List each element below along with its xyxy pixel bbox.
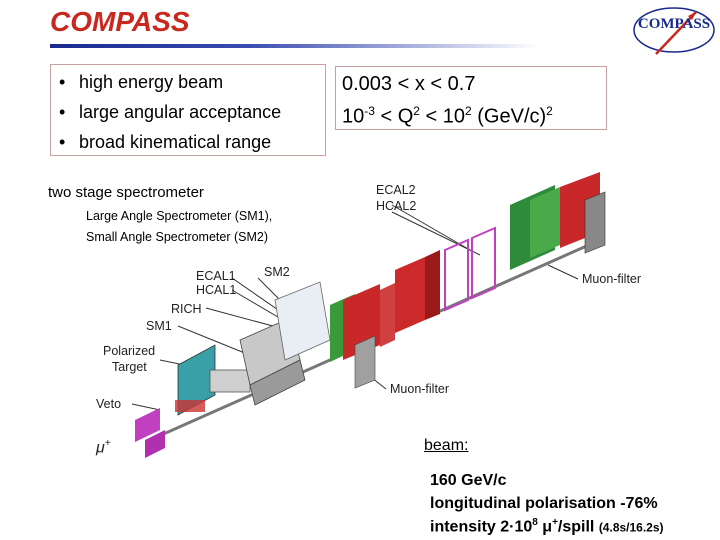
sm2-magnet <box>395 250 440 333</box>
label-sm2: SM2 <box>264 265 290 279</box>
feature-item: •high energy beam <box>59 72 224 92</box>
beam-energy: 160 GeV/c <box>430 472 507 489</box>
features-box: •high energy beam •large angular accepta… <box>50 64 326 156</box>
label-hcal2: HCAL2 <box>376 199 417 213</box>
label-muon-filter: Muon-filter <box>582 272 642 286</box>
beam-heading: beam: <box>424 437 469 454</box>
tracking-planes <box>444 226 496 312</box>
muon-filter-2 <box>584 191 606 254</box>
label-muon-filter: Muon-filter <box>390 382 450 396</box>
x-range: 0.003 < x < 0.7 <box>342 73 476 95</box>
label-ecal2: ECAL2 <box>376 183 416 197</box>
label-sm1: SM1 <box>146 319 172 333</box>
polarized-target <box>175 344 251 416</box>
spectrometer-heading: two stage spectrometer <box>48 184 204 201</box>
label-ecal1: ECAL1 <box>196 269 236 283</box>
label-muon: μ+ <box>96 438 111 457</box>
feature-item: •large angular acceptance <box>59 102 282 122</box>
compass-logo-icon <box>633 7 715 55</box>
calorimeter-2 <box>510 172 600 270</box>
label-hcal1: HCAL1 <box>196 283 237 297</box>
kinematics-box: 0.003 < x < 0.7 10-3 < Q2 < 102 (GeV/c)2 <box>335 66 607 130</box>
beam-polarisation: longitudinal polarisation -76% <box>430 495 658 512</box>
label-veto: Veto <box>96 397 122 411</box>
spectrometer-item: Large Angle Spectrometer (SM1), <box>86 209 273 223</box>
page-title: COMPASS <box>50 6 190 37</box>
label-target-line1: Polarized <box>103 344 156 358</box>
rich-detector <box>274 281 331 361</box>
veto-detector <box>135 408 165 458</box>
spectrometer-item: Small Angle Spectrometer (SM2) <box>86 230 269 244</box>
q2-range: 10-3 < Q2 < 102 (GeV/c)2 <box>342 104 553 128</box>
compass-logo: COMPASS <box>630 4 718 60</box>
logo-text: COMPASS <box>637 16 711 32</box>
label-target-line2: Target <box>112 360 147 374</box>
feature-item: •broad kinematical range <box>59 132 272 152</box>
label-rich: RICH <box>171 302 202 316</box>
title-underline <box>50 44 540 48</box>
muon-filter-1 <box>354 335 376 389</box>
beam-intensity: intensity 2·108 μ+/spill (4.8s/16.2s) <box>430 517 664 536</box>
